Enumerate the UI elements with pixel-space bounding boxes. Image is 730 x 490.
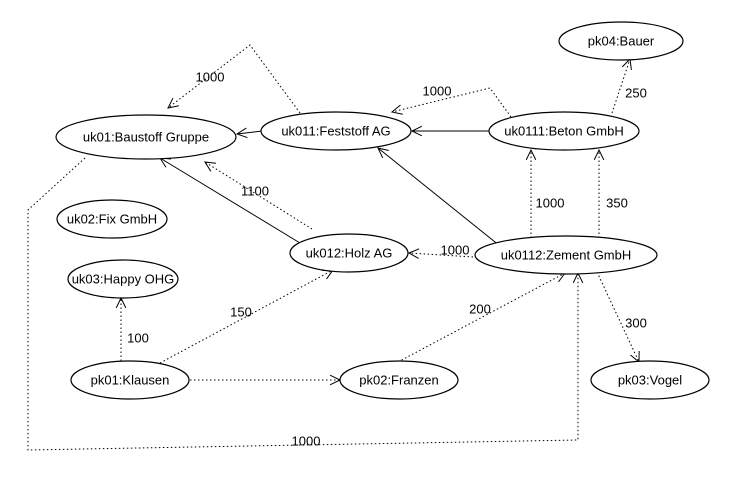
nodes-layer: uk01:Baustoff Gruppe uk011:Feststoff AG uk… bbox=[55, 21, 710, 400]
node-label: uk01:Baustoff Gruppe bbox=[83, 130, 209, 145]
edge-uk0112-to-uk0111: 1000 bbox=[525, 148, 565, 238]
node-uk03[interactable]: uk03:Happy OHG bbox=[67, 259, 179, 299]
edge-line bbox=[167, 44, 301, 114]
edge-label: 1000 bbox=[423, 84, 452, 99]
node-ellipse[interactable] bbox=[558, 21, 684, 61]
node-label: uk011:Feststoff AG bbox=[281, 124, 390, 139]
edge-label: 100 bbox=[127, 331, 149, 346]
node-ellipse[interactable] bbox=[590, 360, 710, 400]
arrow-head-icon bbox=[593, 148, 605, 161]
edge-uk0111-to-uk011 bbox=[410, 125, 490, 137]
node-pk02[interactable]: pk02:Franzen bbox=[339, 360, 459, 400]
edge-label: 1000 bbox=[536, 196, 565, 211]
node-label: pk01:Klausen bbox=[91, 373, 170, 388]
arrow-head-icon bbox=[115, 296, 127, 309]
edge-pk01-to-uk03: 100 bbox=[115, 296, 149, 361]
node-uk0111[interactable]: uk0111:Beton GmbH bbox=[488, 111, 640, 151]
edge-label: 1000 bbox=[292, 434, 321, 449]
arrow-head-icon bbox=[621, 57, 632, 70]
node-label: pk04:Bauer bbox=[588, 34, 655, 49]
node-label: uk02:Fix GmbH bbox=[67, 212, 157, 227]
edge-uk0112-to-uk011 bbox=[377, 147, 501, 247]
edge-pk02-to-uk0112: 200 bbox=[397, 272, 567, 363]
edge-line bbox=[236, 130, 263, 135]
node-uk01[interactable]: uk01:Baustoff Gruppe bbox=[55, 114, 237, 160]
edge-line bbox=[27, 157, 579, 451]
node-label: uk03:Happy OHG bbox=[72, 272, 175, 287]
edge-label: 150 bbox=[230, 305, 252, 320]
node-uk0112[interactable]: uk0112:Zement GmbH bbox=[474, 235, 658, 275]
node-label: pk03:Vogel bbox=[618, 373, 682, 388]
edge-uk011-to-uk01: 1000 bbox=[167, 44, 301, 114]
node-ellipse[interactable] bbox=[289, 233, 409, 273]
edge-label: 200 bbox=[469, 302, 491, 317]
arrow-head-icon bbox=[167, 97, 179, 109]
edge-line bbox=[397, 272, 566, 363]
edge-line bbox=[159, 157, 301, 244]
node-ellipse[interactable] bbox=[70, 360, 190, 400]
node-ellipse[interactable] bbox=[55, 114, 237, 160]
node-pk01[interactable]: pk01:Klausen bbox=[70, 360, 190, 400]
node-uk012[interactable]: uk012:Holz AG bbox=[289, 233, 409, 273]
edge-label: 350 bbox=[606, 196, 628, 211]
arrow-head-icon bbox=[407, 248, 420, 259]
arrow-head-icon bbox=[204, 161, 216, 172]
edge-line bbox=[611, 58, 631, 114]
node-label: uk0111:Beton GmbH bbox=[504, 124, 623, 139]
node-ellipse[interactable] bbox=[260, 111, 412, 151]
node-ellipse[interactable] bbox=[339, 360, 459, 400]
arrow-head-icon bbox=[410, 125, 423, 137]
arrow-head-icon bbox=[525, 148, 537, 161]
edge-uk0111-to-uk011: 1000 bbox=[390, 84, 512, 118]
node-label: uk012:Holz AG bbox=[306, 246, 393, 261]
edge-label: 1000 bbox=[196, 70, 225, 85]
edge-uk0112-to-pk03: 300 bbox=[596, 271, 647, 364]
node-ellipse[interactable] bbox=[67, 259, 179, 299]
edge-line bbox=[159, 269, 334, 364]
edge-uk0111-to-pk04: 250 bbox=[611, 57, 647, 114]
node-uk011[interactable]: uk011:Feststoff AG bbox=[260, 111, 412, 151]
edge-uk012-to-uk01: 1100 bbox=[204, 161, 313, 230]
arrow-head-icon bbox=[235, 127, 248, 139]
edge-label: 250 bbox=[625, 86, 647, 101]
edge-pk01-to-uk012: 150 bbox=[159, 269, 335, 364]
node-label: pk02:Franzen bbox=[359, 373, 439, 388]
arrow-head-icon bbox=[377, 147, 389, 159]
edge-pk01-to-pk02 bbox=[190, 374, 342, 386]
node-ellipse[interactable] bbox=[474, 235, 658, 275]
edge-label: 1000 bbox=[441, 243, 470, 258]
node-uk02[interactable]: uk02:Fix GmbH bbox=[56, 199, 168, 239]
edge-label: 300 bbox=[625, 316, 647, 331]
edge-label: 1100 bbox=[241, 184, 269, 199]
edge-line bbox=[391, 87, 512, 118]
node-ellipse[interactable] bbox=[56, 199, 168, 239]
node-label: uk0112:Zement GmbH bbox=[501, 248, 632, 263]
node-pk03[interactable]: pk03:Vogel bbox=[590, 360, 710, 400]
edge-line bbox=[596, 271, 640, 363]
edges-layer: 1000 1000 250 1100 1000 350 1000 300 100 150 200 10… bbox=[27, 44, 647, 451]
edge-uk011-to-uk01 bbox=[235, 127, 263, 139]
edge-uk012-to-uk01 bbox=[159, 157, 301, 244]
edge-line bbox=[377, 147, 501, 247]
arrow-head-icon bbox=[390, 104, 403, 115]
edge-uk0112-to-uk0111: 350 bbox=[593, 148, 628, 238]
node-ellipse[interactable] bbox=[488, 111, 640, 151]
edge-line bbox=[204, 161, 313, 230]
node-pk04[interactable]: pk04:Bauer bbox=[558, 21, 684, 61]
